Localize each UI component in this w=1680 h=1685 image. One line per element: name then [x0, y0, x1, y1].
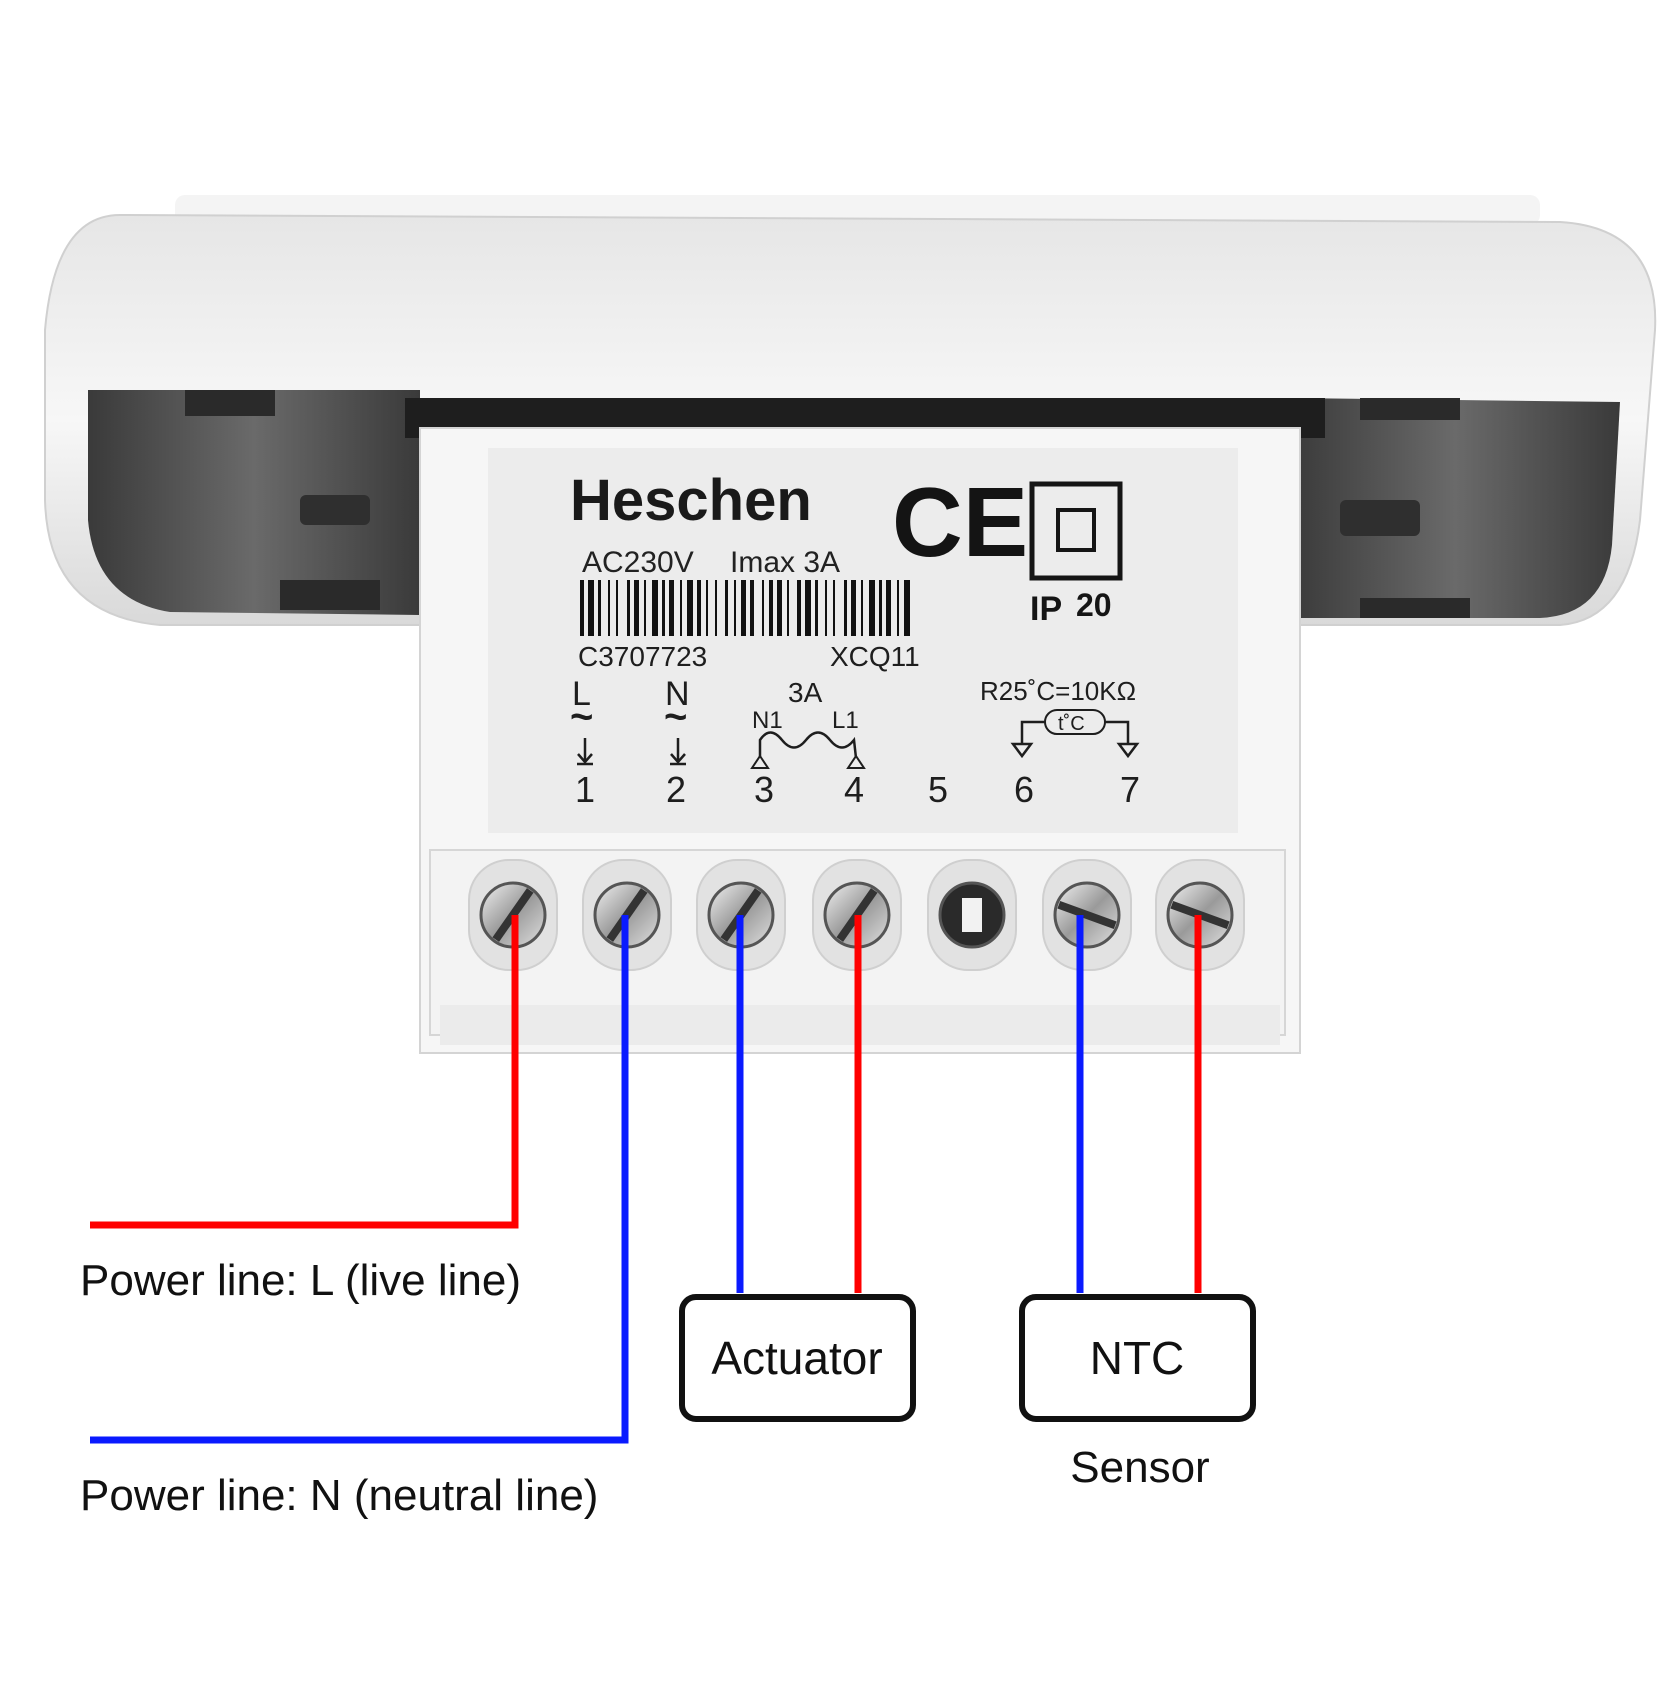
barcode-bar: [904, 580, 910, 636]
barcode-bar: [616, 580, 618, 636]
barcode-bar: [815, 580, 818, 636]
ce-mark: CE: [892, 467, 1028, 577]
relay-rating: 3A: [788, 677, 823, 708]
barcode-bar: [598, 580, 601, 636]
model-number: XCQ11: [830, 641, 920, 672]
terminal-number-1: 1: [575, 769, 595, 810]
double-insulation-icon: [1029, 481, 1123, 581]
terminal-letter-l: L: [572, 675, 591, 713]
barcode-bar: [687, 580, 693, 636]
barcode-bar: [652, 580, 658, 636]
barcode-bar: [897, 580, 899, 636]
terminal-number-7: 7: [1120, 769, 1140, 810]
earth-arrow-l: [577, 738, 593, 766]
mount-slot: [1340, 500, 1420, 536]
mount-slot: [300, 495, 370, 525]
barcode-bar: [627, 580, 630, 636]
terminal-letter-n: N: [665, 675, 690, 713]
sensor-caption: Sensor: [1070, 1443, 1209, 1492]
sensor-spec: R25˚C=10KΩ: [980, 676, 1136, 706]
terminal-number-6: 6: [1014, 769, 1034, 810]
barcode-bar: [851, 580, 856, 636]
barcode-bar: [861, 580, 863, 636]
relay-l1-label: L1: [832, 707, 859, 734]
barcode-bar: [644, 580, 646, 636]
earth-arrow-n: [670, 738, 686, 766]
barcode-bar: [669, 580, 674, 636]
terminal-numbers: 1 2 3 4 5 6 7: [575, 769, 1140, 810]
terminal-number-2: 2: [666, 769, 686, 810]
current-rating: Imax 3A: [730, 546, 840, 579]
barcode-bar: [706, 580, 708, 636]
barcode-bar: [588, 580, 594, 636]
barcode-bar: [777, 580, 782, 636]
label-printing: Heschen CE IP 20 AC230V Imax 3A C3707723…: [570, 467, 1140, 810]
relay-n1-label: N1: [752, 707, 783, 734]
barcode-bar: [844, 580, 847, 636]
wire-neutral-n: [90, 915, 629, 1444]
barcode-bar: [797, 580, 801, 636]
barcode-bar: [725, 580, 728, 636]
barcode-bar: [662, 580, 665, 636]
barcode: [580, 580, 910, 636]
terminal-screw-6[interactable]: [1042, 859, 1132, 971]
barcode-bar: [769, 580, 773, 636]
serial-number: C3707723: [578, 641, 707, 672]
barcode-bar: [608, 580, 610, 636]
barcode-bar: [715, 580, 717, 636]
actuator-box: Actuator: [679, 1294, 916, 1422]
clip-slot: [185, 390, 275, 416]
power-line-n-label: Power line: N (neutral line): [80, 1471, 598, 1520]
wire-live-l: [90, 915, 519, 1229]
ntc-label: NTC: [1090, 1332, 1185, 1384]
ntc-box: NTC: [1019, 1294, 1256, 1422]
actuator-label: Actuator: [711, 1332, 882, 1384]
ip-prefix: IP: [1030, 590, 1062, 628]
barcode-bar: [762, 580, 764, 636]
wires: [90, 915, 1202, 1444]
barcode-bar: [741, 580, 746, 636]
terminal-number-5: 5: [928, 769, 948, 810]
terminal-number-4: 4: [844, 769, 864, 810]
barcode-bar: [680, 580, 682, 636]
barcode-bar: [734, 580, 736, 636]
housing-cavity: [88, 390, 420, 615]
relay-terminal-triangle: [750, 754, 770, 769]
clip-slot: [1360, 598, 1470, 618]
sensor-symbol: t˚C: [1058, 713, 1085, 735]
barcode-bar: [879, 580, 882, 636]
sensor-lead-symbol: [1010, 720, 1140, 759]
barcode-bar: [750, 580, 754, 636]
clip-slot: [280, 580, 380, 610]
barcode-bar: [805, 580, 811, 636]
ip-rating: 20: [1076, 587, 1112, 623]
barcode-bar: [886, 580, 891, 636]
power-line-l-label: Power line: L (live line): [80, 1256, 521, 1305]
barcode-bar: [580, 580, 584, 636]
relay-coil-symbol: [758, 731, 858, 759]
barcode-bar: [833, 580, 835, 636]
housing-cavity-right: [1290, 398, 1620, 618]
barcode-bar: [787, 580, 789, 636]
barcode-bar: [634, 580, 639, 636]
barcode-bar: [697, 580, 701, 636]
voltage-rating: AC230V: [582, 546, 694, 579]
barcode-bar: [825, 580, 827, 636]
clip-slot: [1360, 398, 1460, 420]
tilde-l: ~: [570, 695, 593, 739]
terminal-screw-5[interactable]: [927, 859, 1017, 971]
relay-terminal-triangle: [846, 754, 866, 769]
terminal-number-3: 3: [754, 769, 774, 810]
tilde-n: ~: [664, 695, 687, 739]
brand-name: Heschen: [570, 468, 812, 533]
barcode-bar: [869, 580, 875, 636]
